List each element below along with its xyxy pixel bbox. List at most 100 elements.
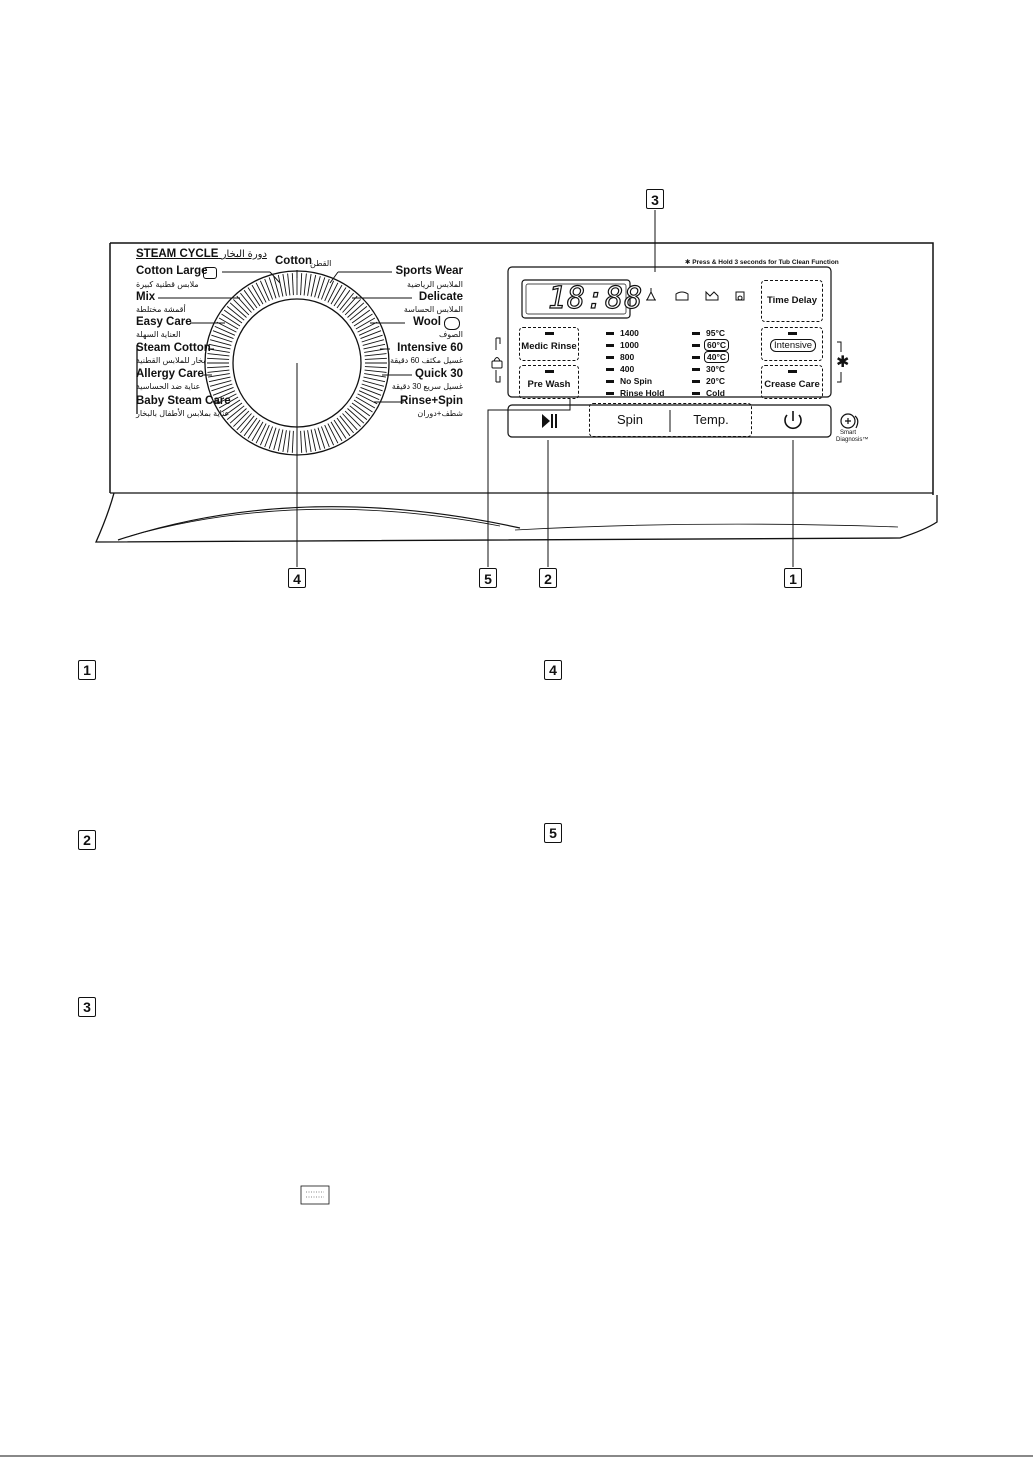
steam-cycle-label: STEAM CYCLE دورة البخار xyxy=(136,248,267,260)
program-cotton-large[interactable]: Cotton Large xyxy=(136,265,208,277)
program-intensive-60[interactable]: Intensive 60 xyxy=(397,342,463,354)
dial-tick xyxy=(259,424,270,446)
program-rinse-spin[interactable]: Rinse+Spin xyxy=(400,395,463,407)
spin-button[interactable]: Spin xyxy=(616,412,644,427)
dial-tick xyxy=(212,386,234,396)
program-rinse-spin-ar: شطف+دوران xyxy=(417,409,463,418)
callout-5: 5 xyxy=(479,568,497,588)
temp-button[interactable]: Temp. xyxy=(693,412,729,427)
dial-tick xyxy=(218,317,239,330)
dial-tick xyxy=(282,274,287,296)
program-baby-steam-care[interactable]: Baby Steam Care xyxy=(136,395,231,407)
program-baby-steam-care-ar: عناية بملابس الأطفال بالبخار xyxy=(136,409,230,418)
program-steam-cotton[interactable]: Steam Cotton xyxy=(136,342,211,354)
cotton-large-icon xyxy=(203,267,217,279)
dial-tick xyxy=(277,429,284,452)
dial-tick xyxy=(317,277,326,299)
intensive-button[interactable]: Intensive xyxy=(761,327,823,361)
power-icon xyxy=(784,411,802,430)
dial-tick xyxy=(226,306,245,321)
program-sports-wear[interactable]: Sports Wear xyxy=(395,265,463,277)
temp-level-40: 40°C xyxy=(704,351,729,363)
smart-diagnosis-icon xyxy=(840,413,859,429)
dial-tick xyxy=(207,369,230,373)
dial-tick xyxy=(349,306,368,321)
dial-tick xyxy=(362,380,385,387)
dial-tick xyxy=(240,415,255,434)
dial-tick xyxy=(349,405,368,420)
dial-tick xyxy=(310,274,317,297)
power-button[interactable] xyxy=(775,406,811,436)
dial-tick xyxy=(317,427,326,449)
program-steam-cotton-ar: بخار للملابس القطنية xyxy=(136,356,206,365)
dial-tick xyxy=(282,430,287,452)
program-wool[interactable]: Wool xyxy=(413,316,441,328)
medic-rinse-label: Medic Rinse xyxy=(521,341,577,352)
dial-tick xyxy=(259,280,270,302)
dial-tick xyxy=(360,330,382,340)
dial-tick xyxy=(327,423,339,444)
dial-tick xyxy=(208,376,231,383)
spin-led xyxy=(606,332,614,335)
temp-led xyxy=(692,356,700,359)
temp-level-30: 30°C xyxy=(706,364,725,374)
medic-rinse-led xyxy=(545,332,554,335)
dial-tick xyxy=(320,278,330,300)
legend-item-5: 5 xyxy=(544,823,562,843)
medic-rinse-button[interactable]: Medic Rinse xyxy=(519,327,579,361)
dial-tick xyxy=(223,402,243,417)
temp-level-20: 20°C xyxy=(706,376,725,386)
crease-care-button[interactable]: Crease Care xyxy=(761,365,823,399)
dial-tick xyxy=(342,295,358,313)
program-mix-ar: أقمشة مختلطة xyxy=(136,305,186,314)
temp-level-95: 95°C xyxy=(706,328,725,338)
dial-tick xyxy=(209,380,232,387)
dial-tick xyxy=(363,376,386,383)
dial-tick xyxy=(358,390,380,401)
spin-led xyxy=(606,380,614,383)
spin-led xyxy=(606,368,614,371)
program-quick-30-ar: غسيل سريع 30 دقيقة xyxy=(391,382,463,391)
dial-tick xyxy=(353,313,373,327)
time-delay-button[interactable]: Time Delay xyxy=(761,280,823,322)
program-mix[interactable]: Mix xyxy=(136,291,156,303)
pre-wash-button[interactable]: Pre Wash xyxy=(519,365,579,399)
program-easy-care[interactable]: Easy Care xyxy=(136,316,192,328)
dial-tick xyxy=(314,275,321,298)
dial-tick xyxy=(333,419,347,439)
dial-tick xyxy=(216,321,237,333)
dial-tick xyxy=(214,325,236,336)
dial-tick xyxy=(264,278,274,300)
program-allergy-care[interactable]: Allergy Care xyxy=(136,368,204,380)
spin-level-400: 400 xyxy=(620,364,635,374)
dial-tick xyxy=(247,419,261,439)
dial-tick xyxy=(351,402,371,417)
status-icons xyxy=(646,288,745,301)
spin-level-no-spin: No Spin xyxy=(620,376,653,386)
dial-tick xyxy=(303,430,307,453)
dial-tick xyxy=(342,413,358,431)
program-delicate[interactable]: Delicate xyxy=(418,291,463,303)
program-quick-30[interactable]: Quick 30 xyxy=(415,368,463,380)
dial-tick xyxy=(344,299,361,316)
dial-tick xyxy=(287,430,291,453)
dial-tick xyxy=(255,423,267,444)
dial-tick xyxy=(300,273,303,296)
dial-tick xyxy=(324,424,335,446)
dial-tick xyxy=(364,353,387,357)
dial-tick xyxy=(251,284,264,305)
program-cotton-ar: القطن xyxy=(310,259,332,268)
dial-tick xyxy=(307,430,312,452)
dial-tick xyxy=(347,408,365,424)
program-sports-wear-ar: الملابس الرياضية xyxy=(407,280,463,289)
dial-tick xyxy=(336,417,351,437)
dial-tick xyxy=(221,313,241,327)
dial-tick xyxy=(362,339,385,346)
dial-tick xyxy=(226,405,245,420)
dial-tick xyxy=(364,373,386,378)
start-pause-button[interactable] xyxy=(525,406,575,436)
legend-item-1: 1 xyxy=(78,660,96,680)
dial-tick xyxy=(355,317,376,330)
dial-tick xyxy=(236,413,252,431)
program-cotton[interactable]: Cotton xyxy=(275,255,313,267)
